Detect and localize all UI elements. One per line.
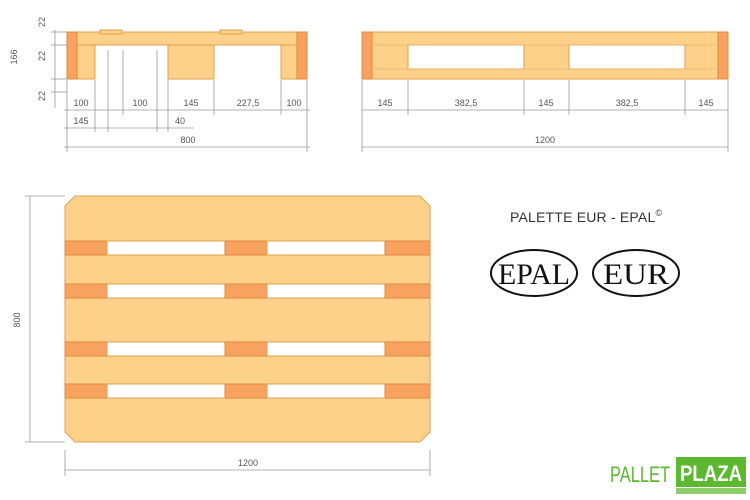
epal-logo (490, 249, 578, 297)
pallet-plaza-logo: PALLET PLAZA (610, 457, 746, 494)
front-height-label-1: 22 (37, 17, 47, 27)
front-width-label-4: 227,5 (237, 98, 260, 108)
front-end-board-left (66, 31, 78, 80)
brand-badge (676, 457, 746, 487)
front-total-width-label: 800 (180, 135, 195, 145)
side-width-label-2: 382,5 (455, 98, 478, 108)
front-height-label-2: 166 (9, 49, 19, 64)
side-opening-left (407, 44, 525, 70)
brand-part1: PALLET (610, 462, 670, 487)
front-top-board-1 (99, 29, 123, 35)
front-block-middle (167, 44, 215, 80)
front-height-label-4: 22 (37, 91, 47, 101)
side-opening-right (568, 44, 686, 70)
front-width-label-7: 40 (175, 116, 185, 126)
front-width-label-3: 145 (183, 98, 198, 108)
top-gap-row-4 (64, 383, 431, 399)
title: PALETTE EUR - EPAL© (510, 208, 662, 225)
side-width-label-4: 382,5 (616, 98, 639, 108)
top-width-label: 1200 (238, 458, 258, 468)
side-end-right (717, 31, 729, 80)
side-width-label-3: 145 (538, 98, 553, 108)
top-gap-row-1 (64, 240, 431, 256)
front-width-label-2: 100 (132, 98, 147, 108)
title-block: PALETTE EUR - EPAL© EPAL EUR (490, 208, 680, 297)
top-gap-row-2 (64, 283, 431, 299)
front-end-board-right (296, 31, 308, 80)
front-top-board-2 (219, 29, 243, 35)
front-view: 22 166 22 22 100 100 145 227,5 100 145 4… (9, 17, 310, 152)
brand-part2: PLAZA (680, 461, 742, 486)
side-width-label-5: 145 (698, 98, 713, 108)
top-gap-row-3 (64, 341, 431, 357)
top-deck (64, 195, 431, 443)
front-width-label-1: 100 (73, 98, 88, 108)
top-height-label: 800 (12, 312, 22, 327)
front-height-label-3: 22 (37, 51, 47, 61)
side-view: 145 382,5 145 382,5 145 1200 (361, 31, 729, 152)
eur-logo (592, 249, 680, 297)
epal-logo-text: EPAL (498, 258, 570, 291)
top-view: 800 1200 (12, 195, 431, 476)
side-end-left (361, 31, 373, 80)
side-total-width-label: 1200 (535, 135, 555, 145)
eur-logo-text: EUR (603, 258, 669, 291)
front-width-label-6: 145 (73, 116, 88, 126)
side-width-label-1: 145 (377, 98, 392, 108)
front-width-label-5: 100 (286, 98, 301, 108)
